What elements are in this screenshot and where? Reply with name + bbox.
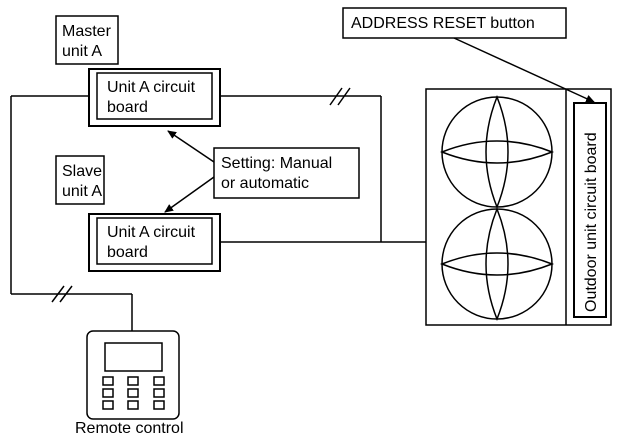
address-reset-callout: ADDRESS RESET button — [342, 7, 595, 103]
cable-break-mark-top — [329, 87, 351, 106]
master-unit-text-line2: unit A — [62, 43, 102, 60]
fan-icon-bottom — [439, 206, 555, 322]
slave-unit-text-line1: Slave — [62, 163, 102, 180]
master-unit-label: Master unit A — [55, 15, 119, 65]
setting-text-line2: or automatic — [221, 175, 309, 192]
setting-callout: Setting: Manual or automatic — [164, 130, 360, 213]
slave-circuit-board: Unit A circuit board — [88, 213, 221, 272]
slave-board-text-line2: board — [107, 244, 148, 261]
remote-buttons — [102, 376, 165, 410]
fan-icon-top — [439, 94, 555, 210]
address-reset-text: ADDRESS RESET button — [351, 15, 535, 32]
slave-unit-text-line2: unit A — [62, 183, 102, 200]
address-reset-arrow — [453, 37, 595, 103]
cable-break-mark-bottom — [51, 285, 73, 303]
wiring — [10, 87, 426, 331]
setting-arrow-to-master — [167, 130, 215, 163]
outdoor-circuit-board: Outdoor unit circuit board — [573, 102, 607, 318]
outdoor-unit: Outdoor unit circuit board — [425, 88, 612, 326]
slave-unit-label: Slave unit A — [55, 155, 105, 205]
setting-arrow-to-slave — [164, 176, 215, 213]
slave-board-text-line1: Unit A circuit — [107, 224, 196, 241]
setting-text-line1: Setting: Manual — [221, 155, 332, 172]
remote-control-label: Remote control — [75, 420, 184, 437]
master-board-text-line1: Unit A circuit — [107, 79, 196, 96]
remote-control: Remote control — [75, 330, 184, 437]
master-board-text-line2: board — [107, 99, 148, 116]
outdoor-board-text: Outdoor unit circuit board — [583, 132, 600, 312]
master-unit-text-line1: Master — [62, 23, 112, 40]
master-circuit-board: Unit A circuit board — [88, 68, 221, 127]
